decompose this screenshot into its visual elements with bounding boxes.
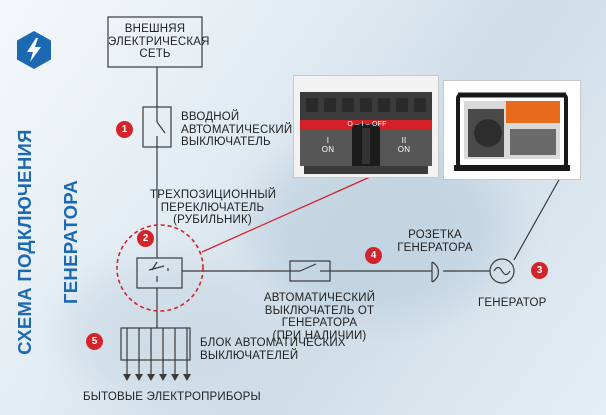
- badge-5: 5: [86, 333, 103, 350]
- breaker-block-label: БЛОК АВТОМАТИЧЕСКИХ ВЫКЛЮЧАТЕЛЕЙ: [200, 337, 346, 362]
- background-glow: [60, 260, 260, 400]
- transfer-switch-label: ТРЕХПОЗИЦИОННЫЙ ПЕРЕКЛЮЧАТЕЛЬ (РУБИЛЬНИК…: [150, 189, 277, 226]
- generator-label: ГЕНЕРАТОР: [478, 297, 547, 309]
- badge-4: 4: [365, 247, 382, 264]
- switch-photo-top-label: O – I – OFF: [347, 121, 387, 128]
- transfer-switch-photo: O – I – OFF I ON II ON: [293, 75, 439, 178]
- grid-label: ВНЕШНЯЯ ЭЛЕКТРИЧЕСКАЯ СЕТЬ: [108, 23, 210, 60]
- transfer-switch-box: [136, 257, 183, 289]
- switch-highlight: [116, 224, 204, 312]
- socket-label: РОЗЕТКА ГЕНЕРАТОРА: [397, 229, 473, 254]
- generator-breaker-label: АВТОМАТИЧЕСКИЙ ВЫКЛЮЧАТЕЛЬ ОТ ГЕНЕРАТОРА…: [263, 292, 376, 342]
- badge-2: 2: [137, 230, 154, 247]
- switch-photo-left-position: I ON: [321, 136, 335, 154]
- generator-photo: [443, 80, 581, 180]
- appliances-label: БЫТОВЫЕ ЭЛЕКТРОПРИБОРЫ: [83, 391, 261, 403]
- badge-3: 3: [531, 262, 548, 279]
- grid-box: [107, 16, 203, 68]
- generator-symbol: [489, 258, 515, 284]
- switch-photo-right-position: II ON: [397, 136, 411, 154]
- input-breaker-label: ВВОДНОЙ АВТОМАТИЧЕСКИЙ ВЫКЛЮЧАТЕЛЬ: [181, 111, 293, 148]
- breaker-block-box: [120, 327, 191, 361]
- lightning-bolt-icon: [17, 31, 51, 69]
- badge-1: 1: [116, 121, 133, 138]
